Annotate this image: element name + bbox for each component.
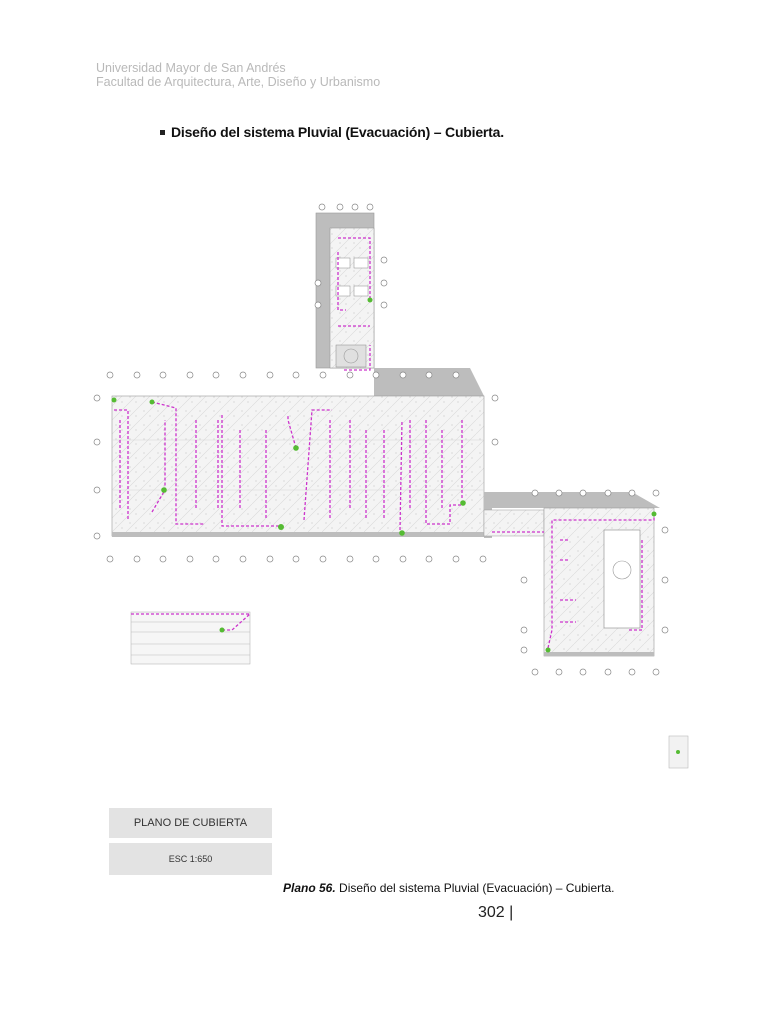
page-number: 302 |	[478, 904, 514, 921]
main-block	[111, 395, 485, 537]
document-header: Universidad Mayor de San Andrés Facultad…	[96, 61, 380, 89]
right-block	[543, 507, 655, 657]
figure-caption: Plano 56. Diseño del sistema Pluvial (Ev…	[283, 881, 614, 895]
detail-section	[130, 611, 251, 665]
caption-text: Diseño del sistema Pluvial (Evacuación) …	[335, 881, 615, 895]
university-name: Universidad Mayor de San Andrés	[96, 61, 286, 75]
drain-points	[111, 297, 657, 653]
faculty-name: Facultad de Arquitectura, Arte, Diseño y…	[96, 75, 381, 89]
section-title-text: Diseño del sistema Pluvial (Evacuación) …	[171, 124, 504, 140]
caption-prefix: Plano 56.	[283, 881, 336, 895]
bullet-icon	[160, 129, 165, 135]
section-title: Diseño del sistema Pluvial (Evacuación) …	[160, 124, 504, 140]
scale-label: ESC 1:650	[109, 843, 272, 875]
plan-name-label: PLANO DE CUBIERTA	[109, 808, 272, 838]
pluvial-pipes	[114, 237, 655, 649]
grid-axis-markers	[93, 203, 669, 676]
tower-block	[315, 212, 375, 369]
